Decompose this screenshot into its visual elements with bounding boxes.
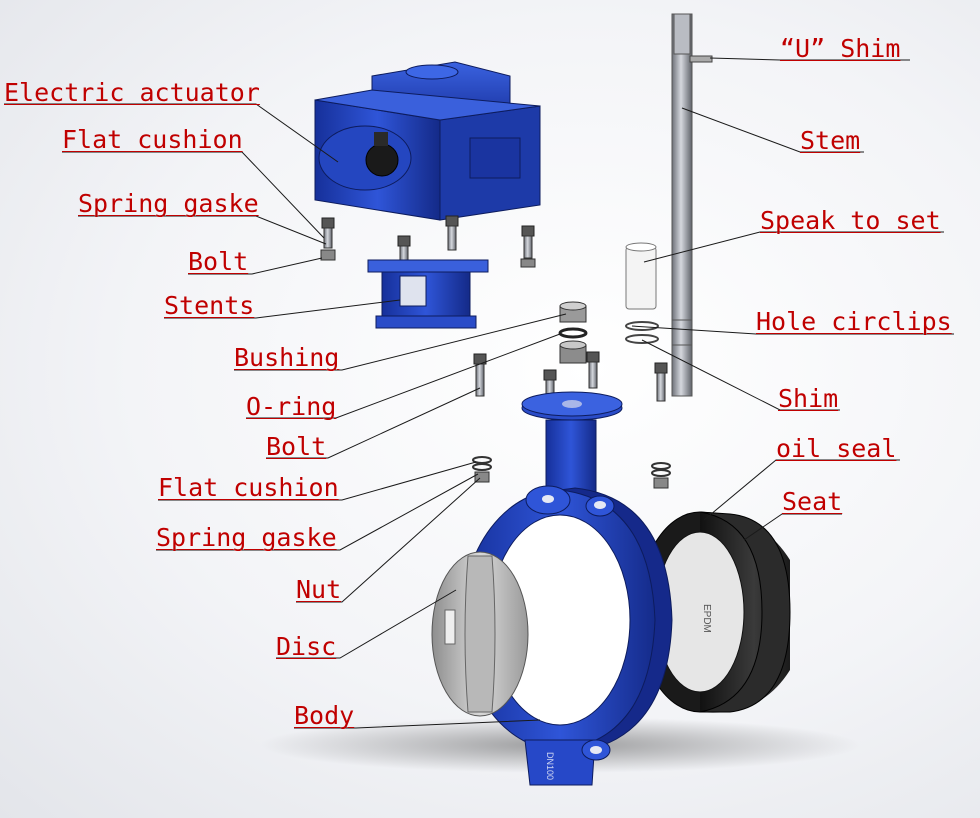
label-seat: Seat (782, 487, 843, 516)
label-disc: Disc (276, 632, 337, 661)
shim-part (625, 334, 659, 344)
u-shim-part (689, 55, 713, 63)
label-spring-gaske-mid: Spring gaske (156, 523, 337, 552)
seat-part: EPDM (637, 511, 791, 713)
label-u-shim: “U” Shim (780, 34, 901, 63)
bushing-lower-part (559, 340, 587, 364)
electric-actuator-part (314, 61, 541, 221)
bolt-right-part (654, 362, 668, 402)
label-stem: Stem (800, 126, 861, 155)
label-o-ring: O-ring (246, 392, 337, 421)
sleeve-part (625, 242, 657, 310)
label-bolt-mid: Bolt (266, 432, 327, 461)
label-flat-cushion-mid: Flat cushion (158, 473, 339, 502)
label-bushing: Bushing (234, 343, 340, 372)
disc-part (431, 551, 529, 717)
top-bolts-part (320, 215, 536, 271)
bushing-part (559, 301, 587, 323)
label-electric-actuator: Electric actuator (4, 78, 260, 107)
label-bolt-top: Bolt (188, 247, 249, 276)
label-nut: Nut (296, 575, 342, 604)
washer-nut-left-part (472, 456, 492, 483)
label-body: Body (294, 701, 355, 730)
stem-part (671, 13, 693, 397)
hole-circlip-part (625, 321, 659, 331)
leader-lines (4, 57, 954, 729)
label-oil-seal: oil seal (776, 434, 897, 463)
o-ring-part (558, 327, 588, 339)
label-stents: Stents (164, 291, 255, 320)
washer-nut-right-part (651, 462, 671, 489)
label-shim: Shim (778, 384, 839, 413)
stents-part (367, 259, 489, 329)
label-flat-cushion-top: Flat cushion (62, 125, 243, 154)
label-hole-circlips: Hole circlips (756, 307, 952, 336)
label-speak-to-set: Speak to set (760, 206, 941, 235)
label-spring-gaske-top: Spring gaske (78, 189, 259, 218)
seat-marking: EPDM (701, 604, 712, 633)
body-marking: DN100 (545, 752, 555, 780)
